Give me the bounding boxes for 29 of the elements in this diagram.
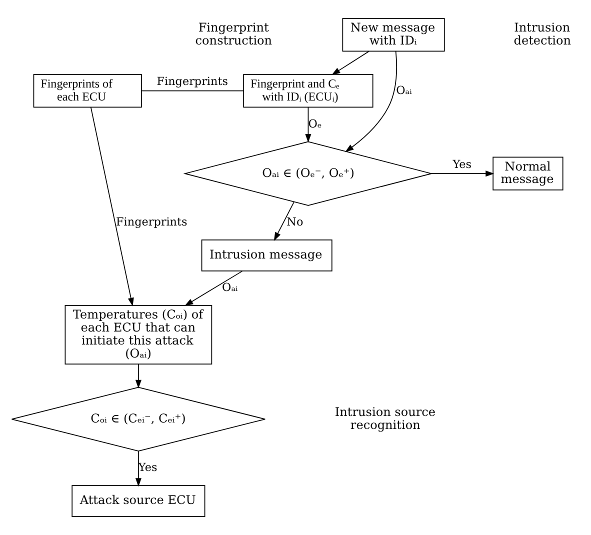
arrow: [345, 51, 397, 152]
arrow: [184, 270, 243, 306]
node-box: Temperatures (Cₒᵢ) of each ECU that can initiate this attack (Oₐᵢ): [64, 305, 212, 364]
edge-label: Fingerprints: [116, 216, 188, 229]
node-box: Intrusion message: [201, 240, 332, 272]
arrow: [431, 170, 494, 177]
node-box: Attack source ECU: [72, 485, 206, 517]
arrow: [90, 106, 134, 306]
edge-label: Fingerprints: [156, 75, 228, 88]
arrow: [135, 450, 142, 487]
connector: [141, 90, 244, 92]
node-box: Fingerprint and Cₑ with IDᵢ (ECUᵢ): [243, 74, 374, 108]
node-diamond: Oₐᵢ ∈ (Oₑ⁻, Oₑ⁺): [183, 141, 434, 206]
arrow: [332, 50, 370, 76]
arrow: [135, 364, 142, 389]
edge-label: Oₑ: [308, 117, 322, 130]
edge-label: No: [286, 216, 304, 229]
node-box: Normal message: [492, 156, 564, 190]
node-box: Fingerprints of each ECU: [33, 74, 142, 108]
label: Fingerprint construction: [195, 20, 272, 48]
arrow: [274, 202, 294, 241]
label: Intrusion detection: [514, 20, 572, 48]
edge-label: Yes: [452, 158, 472, 171]
edge-label: Oₐᵢ: [222, 281, 238, 294]
node-diamond: Cₒᵢ ∈ (Cₑᵢ⁻, Cₑᵢ⁺): [11, 386, 266, 452]
edge-label: Oₐᵢ: [396, 84, 412, 97]
arrow: [305, 106, 312, 143]
label: Intrusion source recognition: [334, 404, 436, 432]
node-box: New message with IDᵢ: [342, 18, 445, 52]
